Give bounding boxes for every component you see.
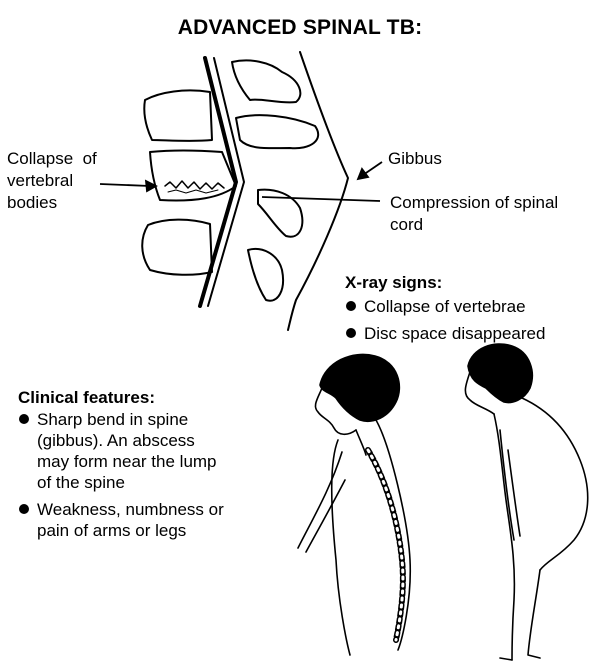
child-side-view-with-spine	[298, 354, 410, 655]
child-bending-over	[465, 344, 587, 660]
